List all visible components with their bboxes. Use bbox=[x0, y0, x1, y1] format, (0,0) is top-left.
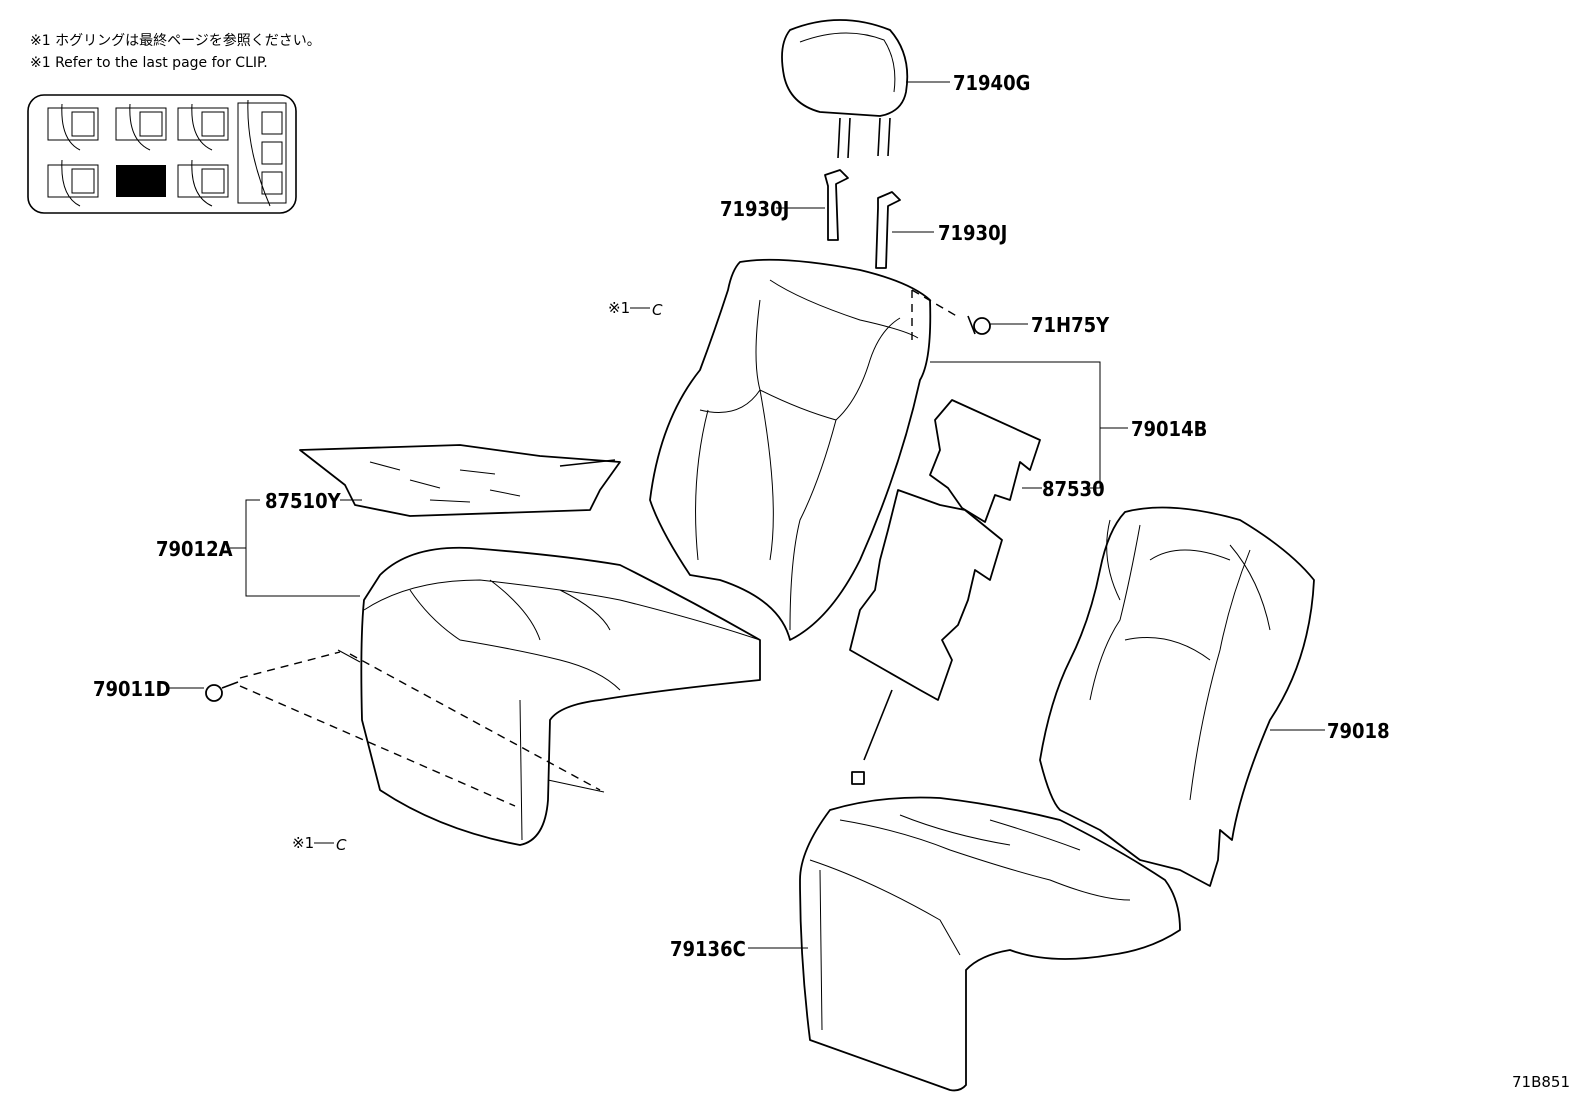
label-71940G: 71940G bbox=[953, 71, 1030, 95]
label-79136C: 79136C bbox=[670, 937, 746, 961]
figure-code: 71B851 bbox=[1512, 1073, 1570, 1091]
headrest-support-left bbox=[824, 169, 849, 241]
headrest bbox=[781, 19, 909, 159]
clip-79011D bbox=[205, 681, 239, 702]
note-english: ※1 Refer to the last page for CLIP. bbox=[30, 55, 268, 71]
label-71930J-left: 71930J bbox=[720, 197, 789, 221]
seat-back-cover bbox=[1039, 506, 1315, 887]
callout-mark-backrest: ※1 bbox=[608, 299, 630, 317]
callout-letter-backrest: C bbox=[652, 301, 663, 319]
callout-letter-cushion: C bbox=[336, 836, 347, 854]
callout-mark-cushion: ※1 bbox=[292, 834, 314, 852]
label-71H75Y: 71H75Y bbox=[1031, 313, 1110, 337]
label-79011D: 79011D bbox=[93, 677, 171, 701]
seat-back-heater bbox=[849, 399, 1041, 785]
label-79012A: 79012A bbox=[156, 537, 233, 561]
label-71930J-right: 71930J bbox=[938, 221, 1007, 245]
label-79018: 79018 bbox=[1327, 719, 1390, 743]
label-87510Y: 87510Y bbox=[265, 489, 342, 513]
seat-back-assembly bbox=[649, 258, 961, 641]
seat-cushion-assembly bbox=[360, 546, 761, 846]
headrest-support-right bbox=[875, 191, 901, 269]
note-japanese: ※1 ホグリングは最終ページを参照ください。 bbox=[30, 32, 321, 49]
label-87530: 87530 bbox=[1042, 477, 1105, 501]
seat-position-locator-icon bbox=[27, 94, 297, 214]
seat-cushion-heater bbox=[299, 444, 621, 517]
clip-71H75Y bbox=[967, 315, 991, 335]
seat-cushion-cover bbox=[799, 796, 1181, 1092]
label-79014B: 79014B bbox=[1131, 417, 1207, 441]
